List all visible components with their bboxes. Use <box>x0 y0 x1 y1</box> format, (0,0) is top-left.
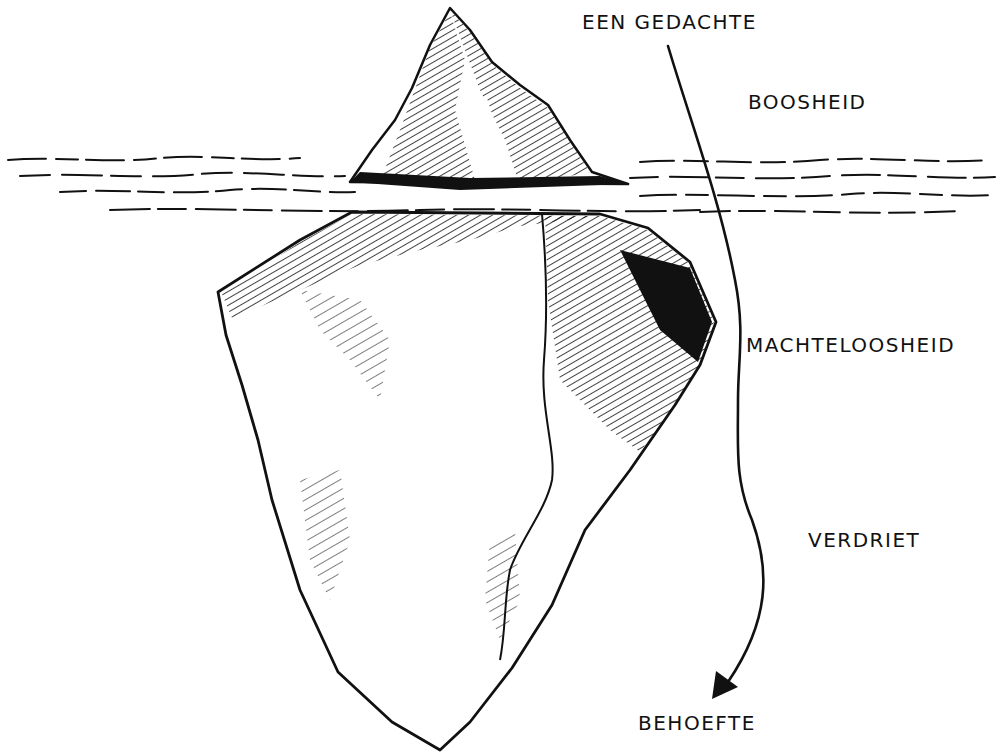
arrow-head <box>712 671 738 699</box>
flow-label: VERDRIET <box>808 528 920 552</box>
flow-label: MACHTELOOSHEID <box>746 333 955 357</box>
flow-label: BOOSHEID <box>748 90 867 114</box>
flow-label: BEHOEFTE <box>638 711 756 735</box>
flow-arrow <box>668 46 763 682</box>
flow-label: EEN GEDACHTE <box>582 10 757 34</box>
